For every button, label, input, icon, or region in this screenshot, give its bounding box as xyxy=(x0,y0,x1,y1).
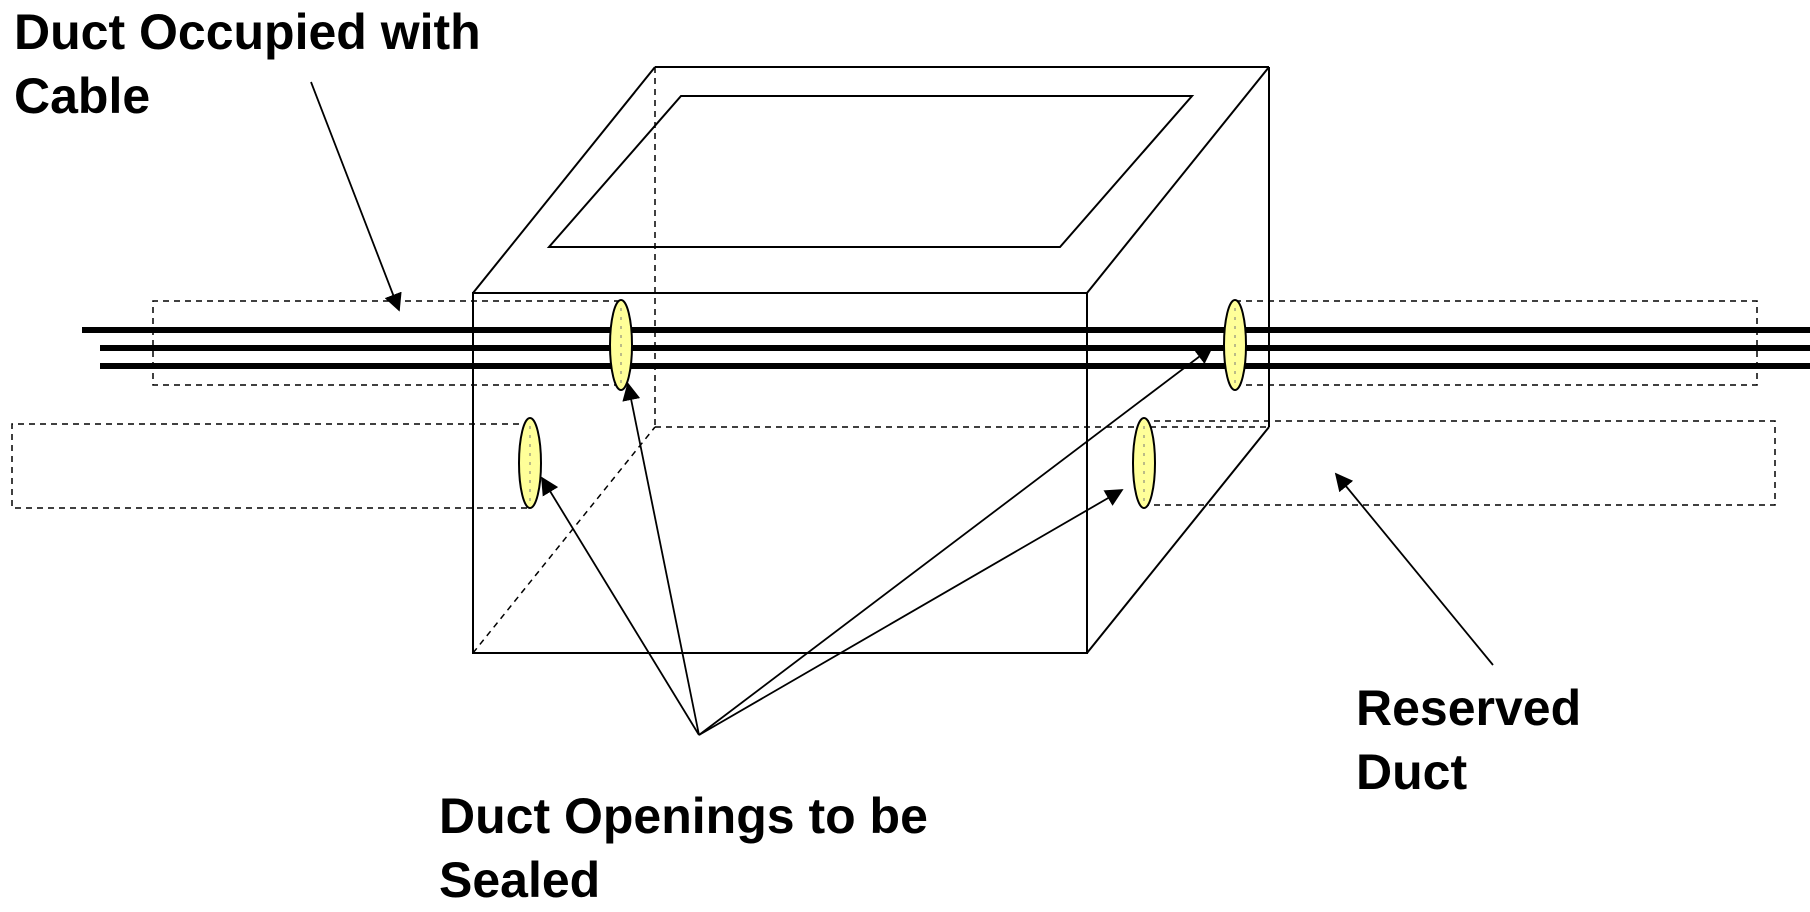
arrow-to-cable-duct xyxy=(310,81,402,312)
vault-top-right-edge xyxy=(1086,66,1270,294)
label-openings-line1: Duct Openings to be xyxy=(439,788,928,844)
arrow-to-seal-reserved-right xyxy=(698,489,1124,736)
vault-hidden-bottom-left xyxy=(472,426,656,654)
label-duct-openings-to-be-sealed: Duct Openings to be Sealed xyxy=(439,784,928,912)
vault-box xyxy=(472,66,1270,654)
arrow-to-seal-cable-right xyxy=(698,345,1214,736)
label-reserved-line1: Reserved xyxy=(1356,680,1582,736)
vault-front-face xyxy=(472,292,1088,654)
vault-top-opening xyxy=(546,95,1195,248)
reserved-duct-left xyxy=(11,423,530,509)
cable-bundle xyxy=(82,327,1810,369)
reserved-duct-right xyxy=(1143,420,1776,506)
arrow-to-seal-reserved-left xyxy=(541,476,700,736)
label-openings-line2: Sealed xyxy=(439,852,601,908)
arrow-to-seal-cable-left xyxy=(622,382,700,736)
vault-bottom-right-edge xyxy=(1086,426,1270,654)
cable-duct-right xyxy=(1235,300,1758,386)
label-duct-occupied-with-cable: Duct Occupied with Cable xyxy=(14,0,481,128)
arrow-to-reserved-duct xyxy=(1334,472,1494,666)
label-reserved-duct: Reserved Duct xyxy=(1356,676,1581,804)
label-cable-line1: Duct Occupied with xyxy=(14,4,481,60)
vault-top-left-edge xyxy=(472,66,656,294)
label-cable-line2: Cable xyxy=(14,68,151,124)
label-reserved-line2: Duct xyxy=(1356,744,1468,800)
cable-duct-left xyxy=(152,300,620,386)
